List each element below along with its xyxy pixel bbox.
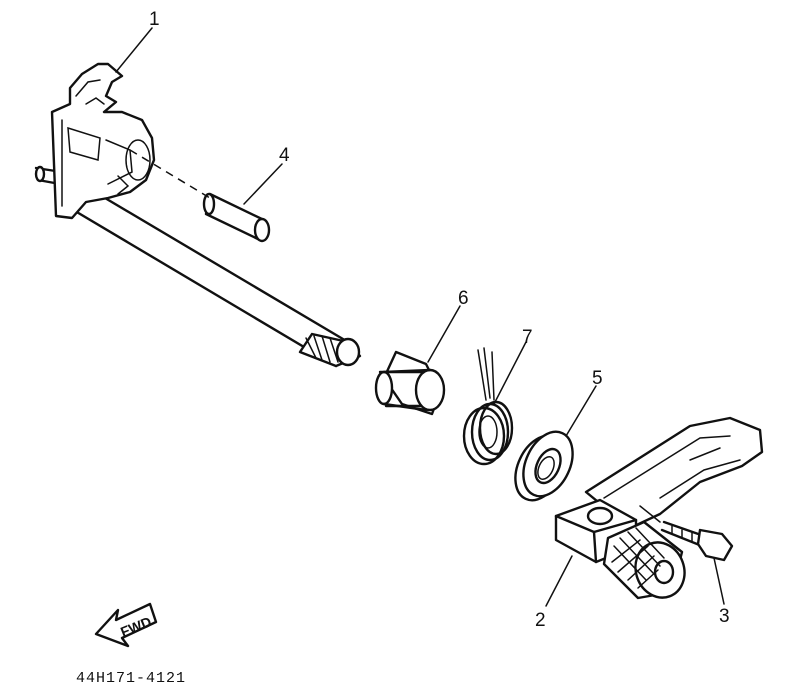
callout-2: 2: [535, 610, 546, 631]
part-7-spring: [462, 347, 514, 466]
callout-3: 3: [719, 606, 730, 627]
part-2-shift-pedal: [554, 416, 764, 600]
callout-4: 4: [279, 145, 290, 166]
callout-7: 7: [522, 327, 533, 348]
part-4-pin: [129, 149, 271, 243]
part-1-shift-shaft: [34, 62, 362, 368]
callout-1: 1: [149, 9, 160, 30]
leader-lines: [115, 27, 725, 607]
part-3-bolt: [660, 520, 734, 562]
callout-5: 5: [592, 368, 603, 389]
callout-6: 6: [458, 288, 469, 309]
part-6-collar: [374, 350, 446, 416]
part-5-oil-seal: [514, 430, 574, 502]
fwd-direction-arrow: FWD: [94, 602, 158, 648]
diagram-code: 44H171-4121: [76, 670, 186, 687]
